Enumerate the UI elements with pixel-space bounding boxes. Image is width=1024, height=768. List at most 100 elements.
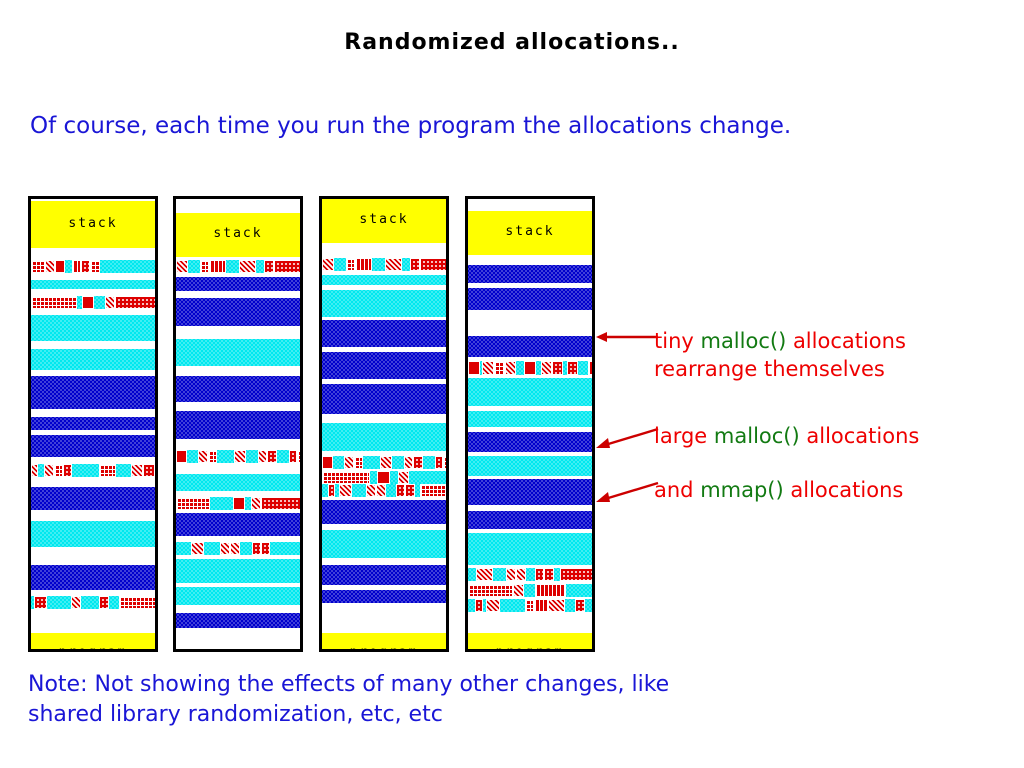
memory-map-column-2: stack bbox=[173, 196, 303, 652]
allocation-chunk bbox=[344, 456, 354, 469]
allocation-chunk bbox=[297, 450, 300, 463]
run-2-band-white-18 bbox=[176, 491, 300, 497]
allocation-chunk bbox=[191, 542, 204, 555]
allocation-chunk bbox=[560, 568, 592, 581]
run-3-band-white-17 bbox=[322, 469, 446, 471]
allocation-chunk bbox=[54, 464, 63, 477]
run-4-band-blue-15 bbox=[468, 432, 592, 452]
run-4-band-white-20 bbox=[468, 505, 592, 511]
run-2-band-tiny-3 bbox=[176, 260, 300, 273]
run-4-band-tiny-27 bbox=[468, 584, 592, 597]
allocation-chunk bbox=[115, 296, 155, 309]
allocation-chunk bbox=[355, 258, 372, 271]
allocation-chunk bbox=[494, 361, 505, 375]
run-1-band-white-4 bbox=[31, 273, 155, 280]
allocation-chunk bbox=[230, 542, 240, 555]
run-3-band-white-22 bbox=[322, 524, 446, 530]
allocation-chunk bbox=[413, 456, 423, 469]
run-1-band-white-10 bbox=[31, 341, 155, 349]
run-2-band-tiny-19 bbox=[176, 497, 300, 510]
run-1-band-cyan-9 bbox=[31, 315, 155, 341]
run-4-band-white-4 bbox=[468, 283, 592, 288]
allocation-chunk bbox=[234, 450, 246, 463]
allocation-chunk bbox=[410, 258, 420, 271]
run-3-band-tiny-16 bbox=[322, 456, 446, 469]
run-2-band-white-8 bbox=[176, 326, 300, 339]
legend-tiny-line2: rearrange themselves bbox=[654, 357, 885, 381]
run-4-band-blue-3 bbox=[468, 265, 592, 283]
allocation-chunk bbox=[354, 456, 363, 469]
run-4-band-tiny-29 bbox=[468, 599, 592, 612]
allocation-chunk bbox=[506, 568, 516, 581]
run-3-band-white-9 bbox=[322, 347, 446, 352]
run-3-band-cyan-23 bbox=[322, 530, 446, 558]
legend-mmap-prefix: and bbox=[654, 478, 701, 502]
legend-mmap-suffix: allocations bbox=[783, 478, 904, 502]
memory-map-column-1: stackprogram bbox=[28, 196, 158, 652]
run-3-band-white-26 bbox=[322, 585, 446, 590]
run-2-band-white-20 bbox=[176, 510, 300, 513]
program-label: program bbox=[468, 645, 592, 649]
run-1-band-tiny-27 bbox=[31, 596, 155, 609]
allocation-chunk bbox=[274, 260, 300, 273]
run-4-band-cyan-17 bbox=[468, 456, 592, 476]
allocation-chunk bbox=[264, 260, 274, 273]
allocation-chunk bbox=[81, 260, 90, 273]
run-3-band-blue-27 bbox=[322, 590, 446, 603]
run-4-band-white-8 bbox=[468, 357, 592, 361]
run-3-band-blue-21 bbox=[322, 500, 446, 524]
allocation-chunk bbox=[220, 542, 230, 555]
run-1-band-blue-21 bbox=[31, 487, 155, 510]
allocation-chunk bbox=[541, 361, 552, 375]
run-3-band-blue-12 bbox=[322, 384, 446, 414]
allocation-chunk bbox=[366, 484, 376, 497]
program-label: program bbox=[322, 645, 446, 649]
run-1-band-yellow-29 bbox=[31, 633, 155, 649]
allocation-chunk bbox=[398, 471, 409, 484]
allocation-chunk bbox=[176, 450, 187, 463]
footnote-line-2: shared library randomization, etc, etc bbox=[28, 702, 443, 727]
run-2-band-blue-5 bbox=[176, 277, 300, 291]
column-bands-1: stackprogram bbox=[31, 199, 155, 649]
allocation-chunk bbox=[251, 497, 261, 510]
allocation-chunk bbox=[575, 599, 585, 612]
run-1-band-tiny-3 bbox=[31, 260, 155, 273]
allocation-chunk bbox=[339, 484, 352, 497]
run-2-band-blue-11 bbox=[176, 376, 300, 402]
run-3-band-white-15 bbox=[322, 451, 446, 456]
allocation-chunk bbox=[567, 361, 578, 375]
run-1-band-white-24 bbox=[31, 547, 155, 565]
run-2-band-white-6 bbox=[176, 291, 300, 298]
allocation-chunk bbox=[405, 484, 415, 497]
run-1-band-white-6 bbox=[31, 289, 155, 296]
allocation-chunk bbox=[289, 450, 297, 463]
column-bands-4: stackprogram bbox=[468, 199, 592, 649]
run-3-band-blue-25 bbox=[322, 565, 446, 585]
run-4-band-white-30 bbox=[468, 612, 592, 633]
run-1-band-white-14 bbox=[31, 409, 155, 417]
arrow-large-malloc bbox=[596, 427, 659, 448]
legend-large-code: malloc() bbox=[713, 424, 800, 448]
run-4-band-white-6 bbox=[468, 310, 592, 336]
run-3-band-yellow-29 bbox=[322, 633, 446, 649]
run-1-band-white-12 bbox=[31, 370, 155, 376]
allocation-chunk bbox=[31, 296, 77, 309]
allocation-chunk bbox=[420, 484, 446, 497]
allocation-chunk bbox=[322, 471, 370, 484]
legend-tiny-code: malloc() bbox=[700, 329, 787, 353]
run-1-band-white-16 bbox=[31, 430, 155, 435]
allocation-chunk bbox=[322, 258, 334, 271]
run-1-band-cyan-23 bbox=[31, 521, 155, 547]
allocation-chunk bbox=[486, 599, 500, 612]
memory-map-column-4: stackprogram bbox=[465, 196, 595, 652]
allocation-chunk bbox=[119, 596, 155, 609]
allocation-chunk bbox=[71, 596, 81, 609]
run-2-band-tiny-15 bbox=[176, 450, 300, 463]
run-4-band-white-2 bbox=[468, 255, 592, 265]
run-3-band-yellow-0 bbox=[322, 199, 446, 243]
run-4-band-blue-7 bbox=[468, 336, 592, 357]
allocation-chunk bbox=[328, 484, 335, 497]
run-2-band-blue-21 bbox=[176, 513, 300, 536]
allocation-chunk bbox=[239, 260, 256, 273]
allocation-chunk bbox=[208, 450, 217, 463]
